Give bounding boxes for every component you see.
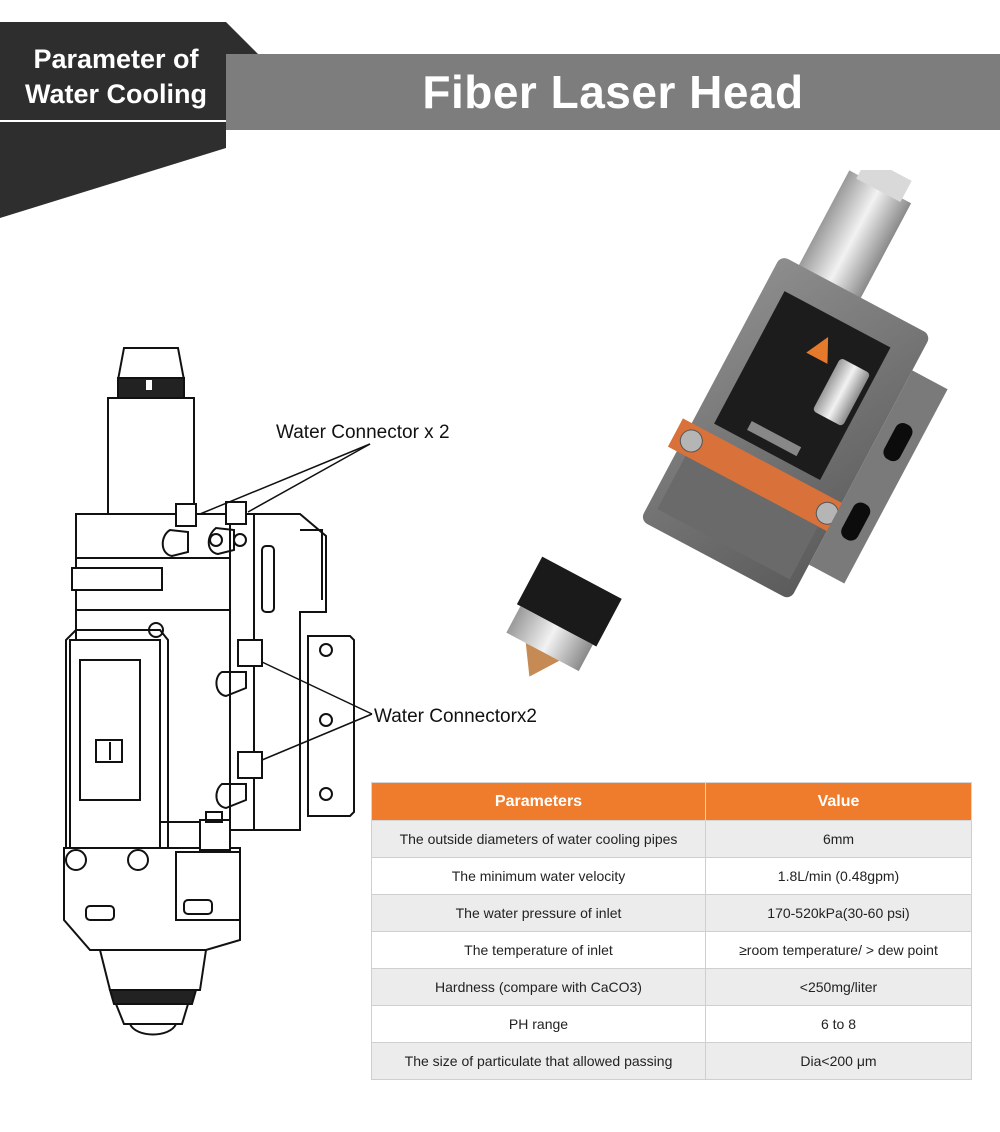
row-parameter: The minimum water velocity bbox=[371, 857, 706, 895]
row-value: 1.8L/min (0.48gpm) bbox=[705, 857, 972, 895]
section-badge: Parameter of Water Cooling bbox=[0, 0, 262, 222]
badge-line-1: Parameter of bbox=[33, 44, 199, 74]
table-row: The size of particulate that allowed pas… bbox=[371, 1042, 972, 1080]
table-row: PH range 6 to 8 bbox=[371, 1005, 972, 1043]
row-parameter: Hardness (compare with CaCO3) bbox=[371, 968, 706, 1006]
badge-line-2: Water Cooling bbox=[25, 79, 207, 109]
header-parameters: Parameters bbox=[371, 782, 706, 821]
row-parameter: The temperature of inlet bbox=[371, 931, 706, 969]
laser-head-photo bbox=[490, 157, 990, 710]
table-header-row: Parameters Value bbox=[371, 782, 972, 821]
table-row: Hardness (compare with CaCO3) <250mg/lit… bbox=[371, 968, 972, 1006]
row-parameter: The size of particulate that allowed pas… bbox=[371, 1042, 706, 1080]
row-parameter: The water pressure of inlet bbox=[371, 894, 706, 932]
table-row: The water pressure of inlet 170-520kPa(3… bbox=[371, 894, 972, 932]
laser-head-diagram: Water Connector x 2 Water Connectorx2 bbox=[0, 300, 537, 1060]
row-value: Dia<200 μm bbox=[705, 1042, 972, 1080]
row-parameter: The outside diameters of water cooling p… bbox=[371, 820, 706, 858]
title-banner: Fiber Laser Head bbox=[226, 54, 1000, 130]
diagram-drawing bbox=[63, 347, 373, 1036]
table-row: The outside diameters of water cooling p… bbox=[371, 820, 972, 858]
laser-head-image bbox=[506, 157, 948, 677]
row-value: 170-520kPa(30-60 psi) bbox=[705, 894, 972, 932]
row-value: 6 to 8 bbox=[705, 1005, 972, 1043]
callout-side-connectors: Water Connectorx2 bbox=[374, 706, 537, 727]
header-value: Value bbox=[705, 782, 972, 821]
table-row: The minimum water velocity 1.8L/min (0.4… bbox=[371, 857, 972, 895]
row-value: <250mg/liter bbox=[705, 968, 972, 1006]
page-title: Fiber Laser Head bbox=[422, 66, 804, 118]
parameters-table: Parameters Value The outside diameters o… bbox=[371, 782, 972, 1080]
row-value: ≥room temperature/ > dew point bbox=[705, 931, 972, 969]
table-row: The temperature of inlet ≥room temperatu… bbox=[371, 931, 972, 969]
badge-shape bbox=[0, 22, 258, 218]
row-parameter: PH range bbox=[371, 1005, 706, 1043]
row-value: 6mm bbox=[705, 820, 972, 858]
callout-top-connectors: Water Connector x 2 bbox=[276, 422, 450, 443]
